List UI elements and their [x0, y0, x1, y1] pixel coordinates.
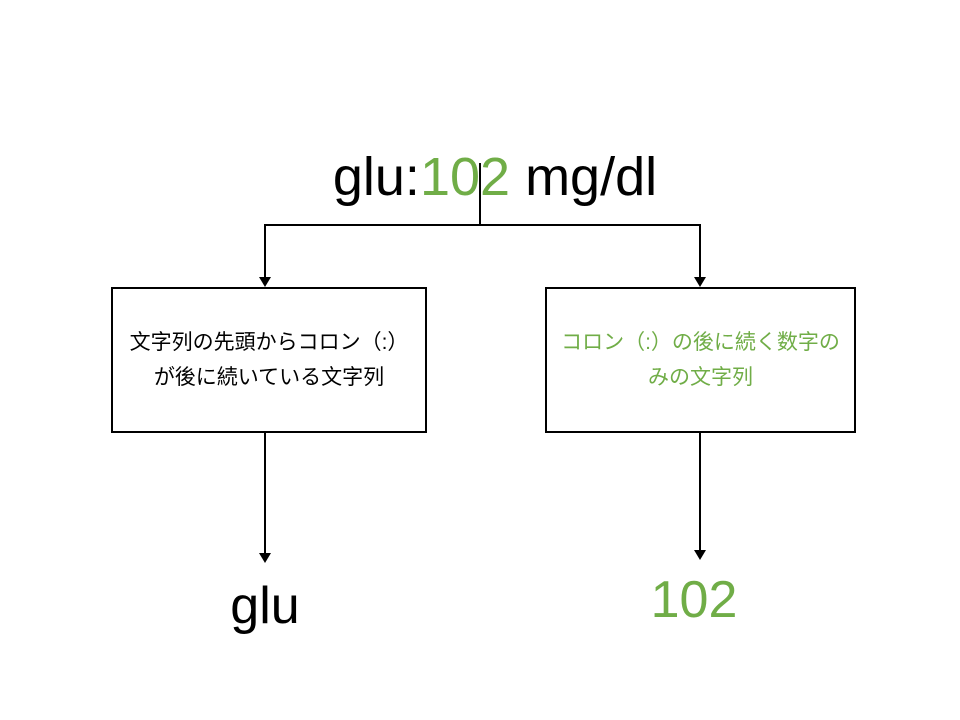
title-prefix-text: glu: [332, 147, 420, 207]
left-result-line [264, 433, 266, 554]
title-highlight-text: 102 [419, 147, 511, 207]
connector-horizontal-line [264, 224, 701, 226]
right-box-line1: コロン（:）の後に続く数字の [561, 331, 840, 354]
left-branch-arrowhead-icon [259, 277, 271, 287]
left-description-box: 文字列の先頭からコロン（:） が後に続いている文字列 [111, 287, 427, 433]
right-description-box: コロン（:）の後に続く数字の みの文字列 [545, 287, 856, 433]
connector-stem-line [479, 163, 481, 225]
right-result-arrowhead-icon [694, 550, 706, 560]
left-box-line2: が後に続いている文字列 [153, 366, 385, 389]
right-result-line [699, 433, 701, 551]
right-result-label: 102 [650, 571, 738, 629]
left-result-label: glu [230, 577, 300, 635]
diagram-title: glu:102 mg/dl [0, 84, 960, 208]
title-suffix-text: mg/dl [510, 147, 658, 207]
left-result-arrowhead-icon [259, 553, 271, 563]
left-branch-line [264, 224, 266, 278]
right-branch-arrowhead-icon [694, 277, 706, 287]
left-box-line1: 文字列の先頭からコロン（:） [129, 331, 409, 354]
right-branch-line [699, 224, 701, 278]
right-box-line2: みの文字列 [648, 366, 753, 389]
